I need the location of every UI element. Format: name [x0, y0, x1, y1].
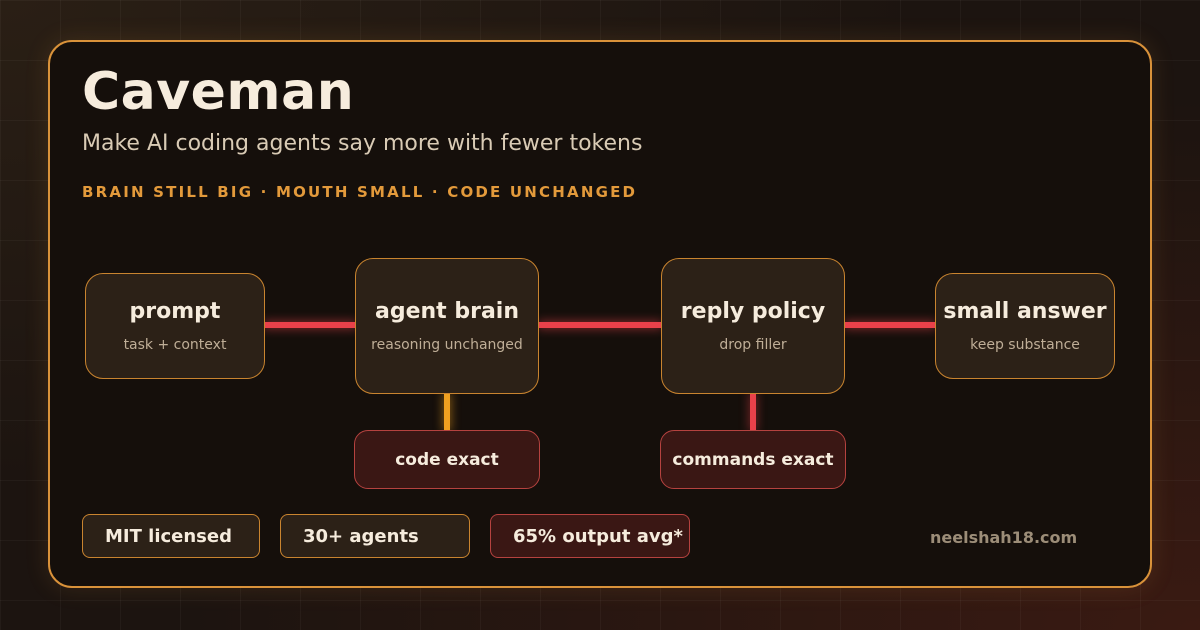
node-subtitle: reasoning unchanged: [371, 337, 523, 354]
badge-license: MIT licensed: [82, 514, 260, 558]
node-title: agent brain: [375, 298, 519, 324]
guard-code-exact: code exact: [354, 430, 540, 489]
node-subtitle: drop filler: [719, 337, 787, 354]
page-title: Caveman: [82, 62, 355, 122]
node-agent-brain: agent brain reasoning unchanged: [355, 258, 539, 394]
node-title: small answer: [943, 298, 1107, 324]
guard-commands-exact: commands exact: [660, 430, 846, 489]
node-reply-policy: reply policy drop filler: [661, 258, 845, 394]
badge-output-savings: 65% output avg*: [490, 514, 690, 558]
connector-reply-policy-to-commands-exact: [750, 393, 756, 431]
connector-reply-policy-to-small-answer: [844, 322, 936, 328]
node-title: prompt: [129, 298, 221, 324]
node-prompt: prompt task + context: [85, 273, 265, 379]
connector-prompt-to-agent-brain: [263, 322, 357, 328]
node-subtitle: task + context: [123, 337, 227, 354]
node-subtitle: keep substance: [970, 337, 1080, 354]
connector-agent-brain-to-reply-policy: [538, 322, 662, 328]
badge-agents: 30+ agents: [280, 514, 470, 558]
node-title: reply policy: [680, 298, 826, 324]
node-small-answer: small answer keep substance: [935, 273, 1115, 379]
tagline: BRAIN STILL BIG · MOUTH SMALL · CODE UNC…: [82, 183, 638, 201]
connector-agent-brain-to-code-exact: [444, 393, 450, 431]
page-subtitle: Make AI coding agents say more with fewe…: [82, 131, 643, 156]
site-domain: neelshah18.com: [930, 528, 1078, 547]
